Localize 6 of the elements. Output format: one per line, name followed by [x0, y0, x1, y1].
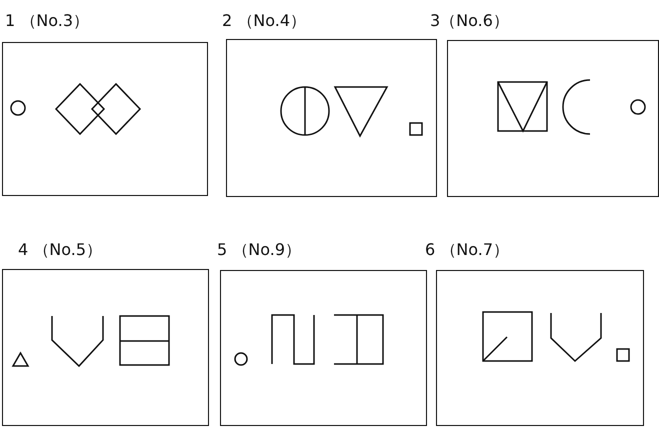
panel-heading: 3（No.6）	[430, 12, 509, 30]
panel-heading: 5 （No.9）	[217, 241, 302, 259]
panel-heading: 1 （No.3）	[5, 12, 90, 30]
panel-heading: 2 （No.4）	[222, 12, 306, 30]
panel-heading: 4 （No.5）	[18, 241, 102, 259]
panel-heading: 6 （No.7）	[425, 241, 510, 259]
